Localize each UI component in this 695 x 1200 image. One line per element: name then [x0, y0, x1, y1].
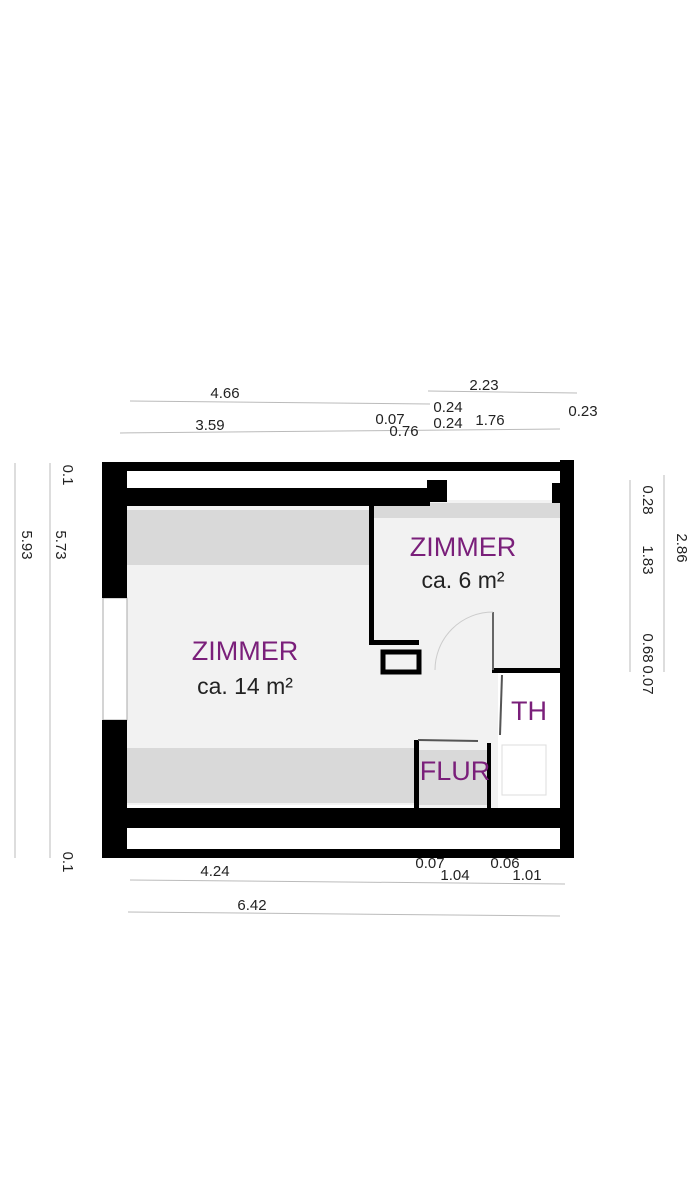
dim-top-1: 4.66 — [210, 385, 239, 402]
th-wall — [499, 674, 503, 736]
slope-top-small — [372, 503, 560, 518]
dim-bottom-3: 1.04 — [440, 867, 469, 884]
dim-right-4: 0.68 — [639, 633, 656, 662]
window — [102, 597, 128, 721]
dim-top-5: 0.07 — [375, 411, 404, 428]
dim-right-1: 0.28 — [639, 485, 656, 514]
slope-flur — [418, 750, 490, 805]
dim-bottom-1: 4.24 — [200, 863, 229, 880]
dim-top-7: 0.24 — [433, 415, 462, 432]
flur-line — [417, 739, 479, 742]
dim-left-1: 5.93 — [18, 530, 35, 559]
walls — [102, 460, 574, 858]
room-label-flur: FLUR — [420, 756, 491, 786]
dim-bottom-2: 0.07 — [415, 855, 444, 872]
dim-top-2: 2.23 — [469, 377, 498, 394]
room-area-zimmer-large: ca. 14 m² — [197, 673, 293, 699]
room-area-zimmer-small: ca. 6 m² — [421, 567, 504, 593]
slope-bottom — [125, 748, 418, 803]
dim-top-6: 0.76 — [389, 423, 418, 440]
dim-left-3: 0.1 — [59, 465, 76, 486]
dim-right-2: 1.83 — [639, 545, 656, 574]
room-label-th: TH — [511, 696, 547, 726]
dim-left-4: 0.1 — [59, 852, 76, 873]
dim-right-5: 0.07 — [639, 665, 656, 694]
slope-top — [125, 510, 370, 565]
door-swing — [434, 611, 494, 671]
dim-bottom-6: 6.42 — [237, 897, 266, 914]
room-label-zimmer-small: ZIMMER — [410, 532, 516, 562]
dim-bottom-5: 1.01 — [512, 867, 541, 884]
room-label-zimmer-large: ZIMMER — [192, 636, 298, 666]
dim-left-2: 5.73 — [52, 530, 69, 559]
th-fixture — [501, 744, 547, 796]
dim-top-9: 0.23 — [568, 403, 597, 420]
dimension-lines — [14, 390, 665, 917]
dim-right-3: 2.86 — [673, 533, 690, 562]
dim-bottom-4: 0.06 — [490, 855, 519, 872]
dim-top-3: 0.24 — [433, 399, 462, 416]
dim-top-8: 1.76 — [475, 412, 504, 429]
dim-top-4: 3.59 — [195, 417, 224, 434]
